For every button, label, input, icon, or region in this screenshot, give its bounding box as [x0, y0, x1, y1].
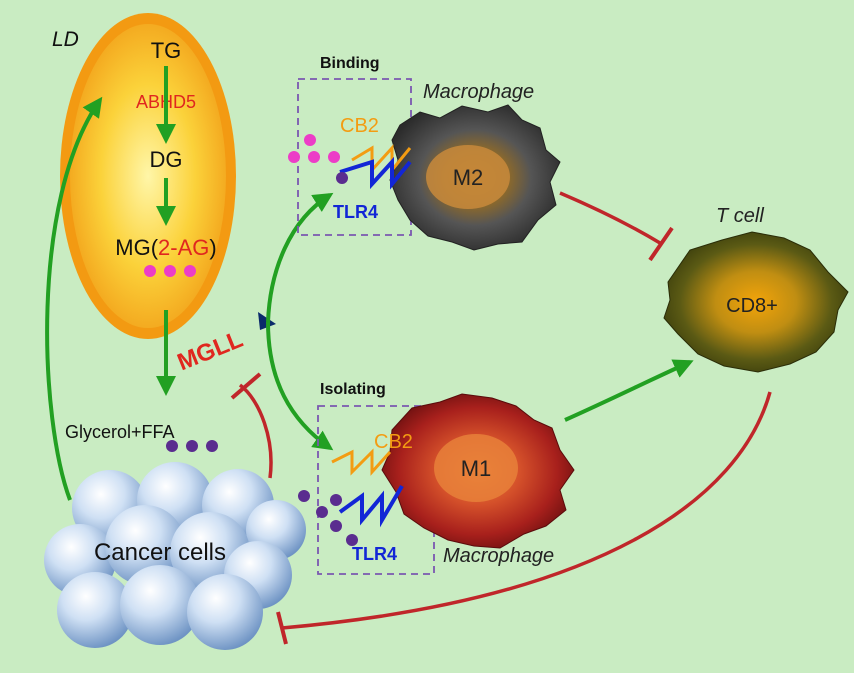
tcell-title: T cell — [716, 205, 764, 227]
binding-ffa-dot — [336, 172, 348, 184]
cancer-to-abhd5-arrow — [45, 96, 103, 501]
mgll-to-isolating-arrow — [266, 321, 334, 451]
dg-label: DG — [150, 147, 183, 172]
mgll-inhibition-bar — [230, 372, 262, 400]
binding-cb2-receptor — [351, 144, 412, 175]
mg-prefix: MG( — [115, 235, 158, 260]
isolating-tlr4-label: TLR4 — [352, 544, 397, 564]
mgll-to-binding-arrow — [266, 192, 334, 323]
m2-label: M2 — [453, 165, 484, 190]
isolating-panel-box — [317, 405, 435, 575]
isolating-macrophage-label: Macrophage — [443, 545, 554, 567]
lipid-droplet — [60, 13, 236, 339]
isolating-ffa-dots — [298, 490, 358, 546]
tg-label: TG — [151, 38, 182, 63]
cancer-inhibits-mgll — [238, 383, 273, 479]
binding-macrophage-label: Macrophage — [423, 81, 534, 103]
mg-2ag-label: MG(2-AG) — [115, 235, 216, 260]
ffa-dots — [166, 440, 218, 452]
isolating-cb2-label: CB2 — [374, 431, 413, 453]
m2-inhibits-tcell — [559, 191, 661, 245]
m2-macrophage — [389, 104, 561, 251]
m1-macrophage — [381, 393, 575, 549]
cd8-label: CD8+ — [726, 295, 778, 317]
cd8-t-cell — [663, 231, 849, 373]
binding-2ag-dots — [288, 134, 340, 163]
mg-suffix: ) — [209, 235, 216, 260]
ld-label: LD — [52, 28, 79, 51]
binding-title: Binding — [320, 55, 380, 72]
m1-label: M1 — [461, 456, 492, 481]
mgll-label: MGLL — [174, 326, 247, 377]
2ag-dots — [144, 265, 196, 277]
cancer-cells-cluster — [44, 462, 306, 650]
binding-cb2-label: CB2 — [340, 115, 379, 137]
m2-inhibition-bar — [648, 226, 674, 262]
tcell-inhibits-cancer — [281, 391, 772, 630]
binding-tlr4-receptor — [339, 156, 412, 190]
m1-activates-tcell — [564, 359, 694, 422]
glycerol-ffa-label: Glycerol+FFA — [65, 422, 175, 442]
cancer-inhibition-bar — [276, 611, 288, 645]
mg-2ag-name: 2-AG — [158, 235, 209, 260]
cancer-cells-label: Cancer cells — [94, 539, 226, 566]
binding-tlr4-label: TLR4 — [333, 202, 378, 222]
isolating-tlr4-receptor — [338, 484, 404, 528]
isolating-title: Isolating — [320, 381, 386, 398]
isolating-cb2-receptor — [331, 448, 392, 476]
